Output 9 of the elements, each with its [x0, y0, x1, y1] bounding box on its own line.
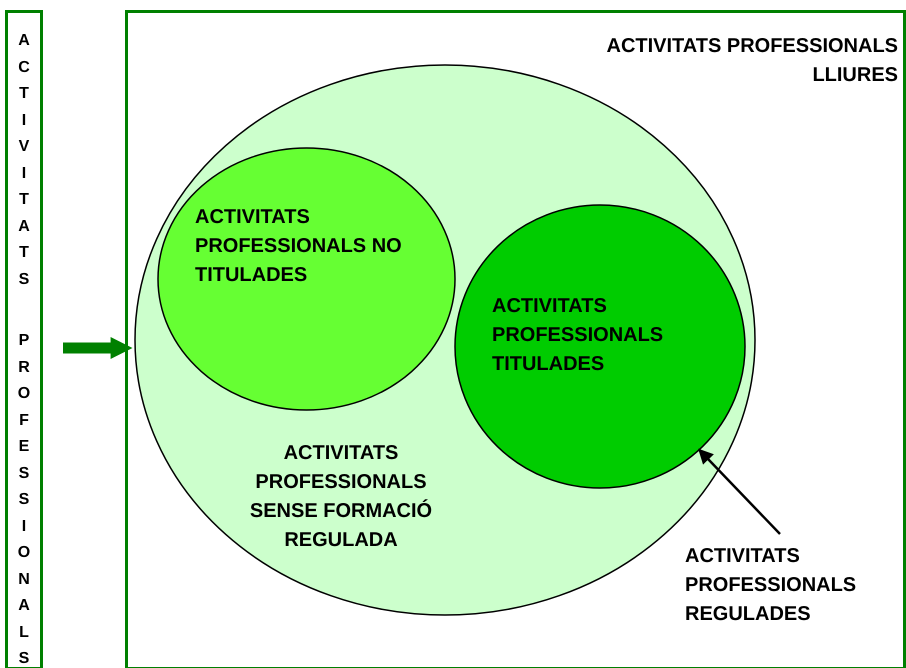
region-label: ACTIVITATS PROFESSIONALS NO TITULADES: [195, 205, 403, 288]
region-label: ACTIVITATS PROFESSIONALS SENSE FORMACIÓ REGULADA: [248, 441, 434, 553]
region-label: ACTIVITATS PROFESSIONALS REGULADES: [685, 544, 858, 627]
block-arrow: [63, 337, 133, 359]
arrow: [698, 448, 781, 535]
region-label: ACTIVITATS PROFESSIONALS LLIURES: [606, 34, 898, 88]
vertical-label: PROFESSIONALS: [18, 331, 30, 668]
vertical-label: ACTIVITATS: [18, 31, 30, 290]
region-label: ACTIVITATS PROFESSIONALS TITULADES: [492, 294, 664, 377]
